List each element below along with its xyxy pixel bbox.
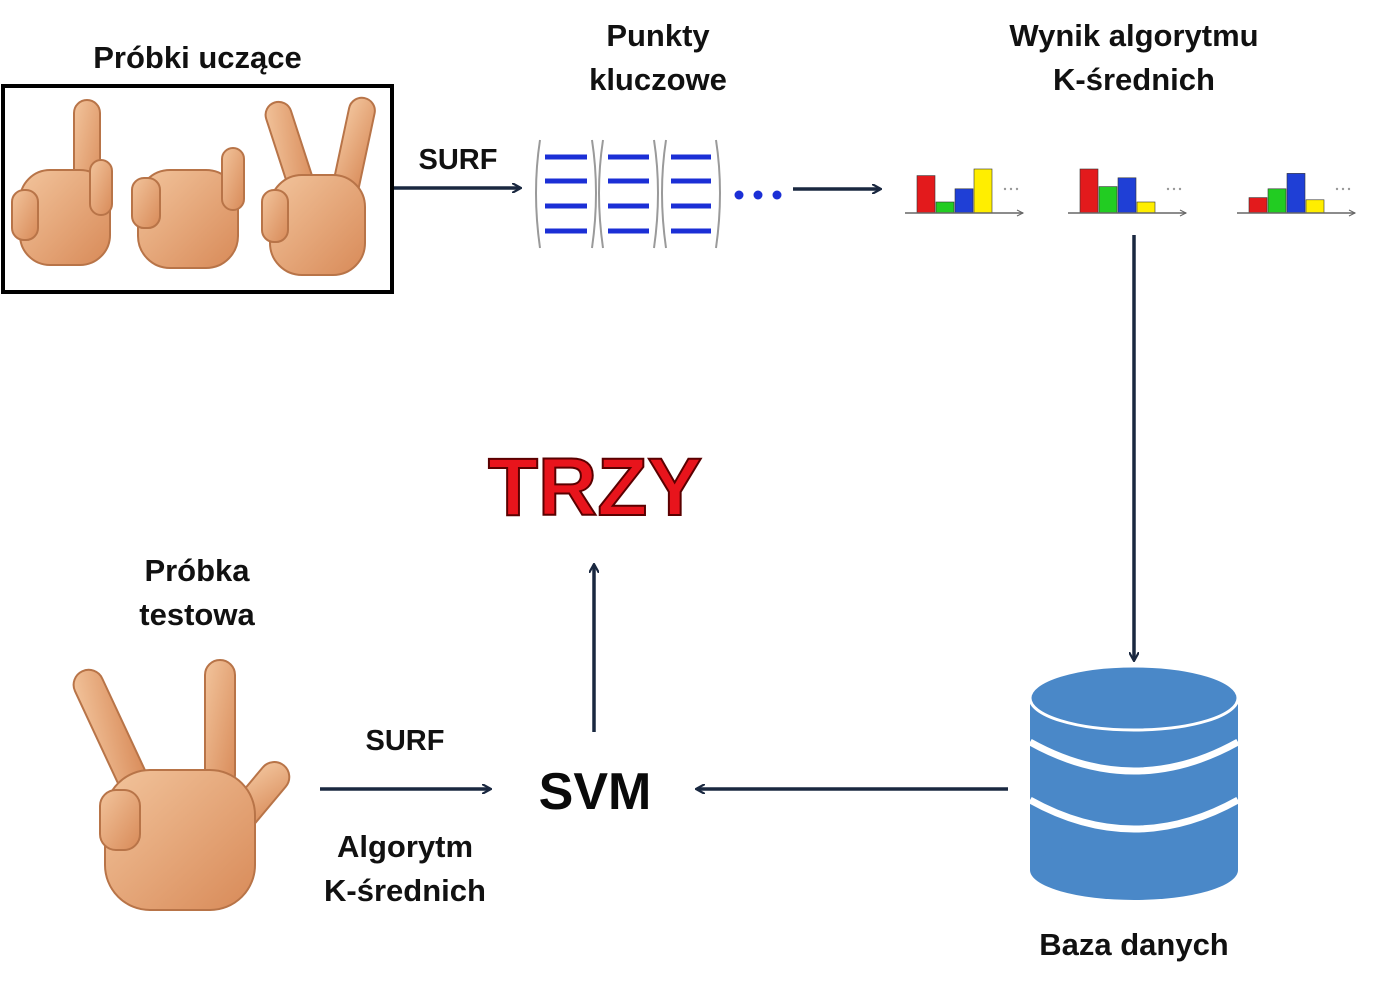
histogram-ellipsis-dot: [1335, 187, 1339, 191]
histogram-axis-tip: [1348, 209, 1357, 217]
histogram-axis-tip: [1016, 209, 1025, 217]
surf-top-label: SURF: [418, 144, 498, 176]
histogram-bar: [1117, 177, 1137, 214]
histogram-ellipsis-dot: [1009, 187, 1013, 191]
histogram-2: [1068, 168, 1188, 217]
histogram-bar: [954, 188, 974, 214]
histogram-ellipsis-dot: [1166, 187, 1170, 191]
histogram-bar: [916, 175, 936, 214]
keypoint-vectors-icon: [535, 139, 782, 249]
keypoints-label: Punkty kluczowe: [589, 18, 727, 97]
kmeans-bottom-label: Algorytm K-średnich: [324, 829, 486, 908]
kmeans-result-label: Wynik algorytmu K-średnich: [1009, 18, 1259, 97]
histogram-bar: [1079, 168, 1099, 214]
histogram-bar: [1286, 173, 1306, 214]
histogram-axis-tip: [1179, 209, 1188, 217]
histogram-ellipsis-dot: [1178, 187, 1182, 191]
svm-label: SVM: [538, 763, 652, 821]
test-sample-label: Próbka testowa: [139, 553, 255, 632]
histogram-bar: [1136, 201, 1156, 214]
hand-fist-icon: [131, 147, 245, 269]
histogram-ellipsis-dot: [1341, 187, 1345, 191]
histogram-3: [1237, 173, 1357, 217]
training-samples-label: Próbki uczące: [93, 40, 302, 75]
hand-two-fingers-icon: [261, 96, 376, 276]
histogram-ellipsis-dot: [1015, 187, 1019, 191]
histogram-bar: [1267, 188, 1287, 214]
surf-bottom-label: SURF: [365, 725, 445, 757]
histogram-bar: [935, 201, 955, 214]
hand-one-finger-icon: [11, 99, 113, 266]
histogram-ellipsis-dot: [1003, 187, 1007, 191]
histogram-1: [905, 168, 1025, 217]
histogram-bar: [1248, 197, 1268, 214]
histogram-ellipsis-dot: [1172, 187, 1176, 191]
histogram-bar: [1305, 199, 1325, 214]
database-label: Baza danych: [1039, 927, 1229, 962]
database-icon: [1028, 664, 1240, 900]
hand-test-sample-icon: [72, 659, 291, 911]
result-label: TRZY: [487, 441, 703, 534]
histogram-bar: [1098, 186, 1118, 214]
histogram-ellipsis-dot: [1347, 187, 1351, 191]
histogram-bar: [973, 168, 993, 214]
